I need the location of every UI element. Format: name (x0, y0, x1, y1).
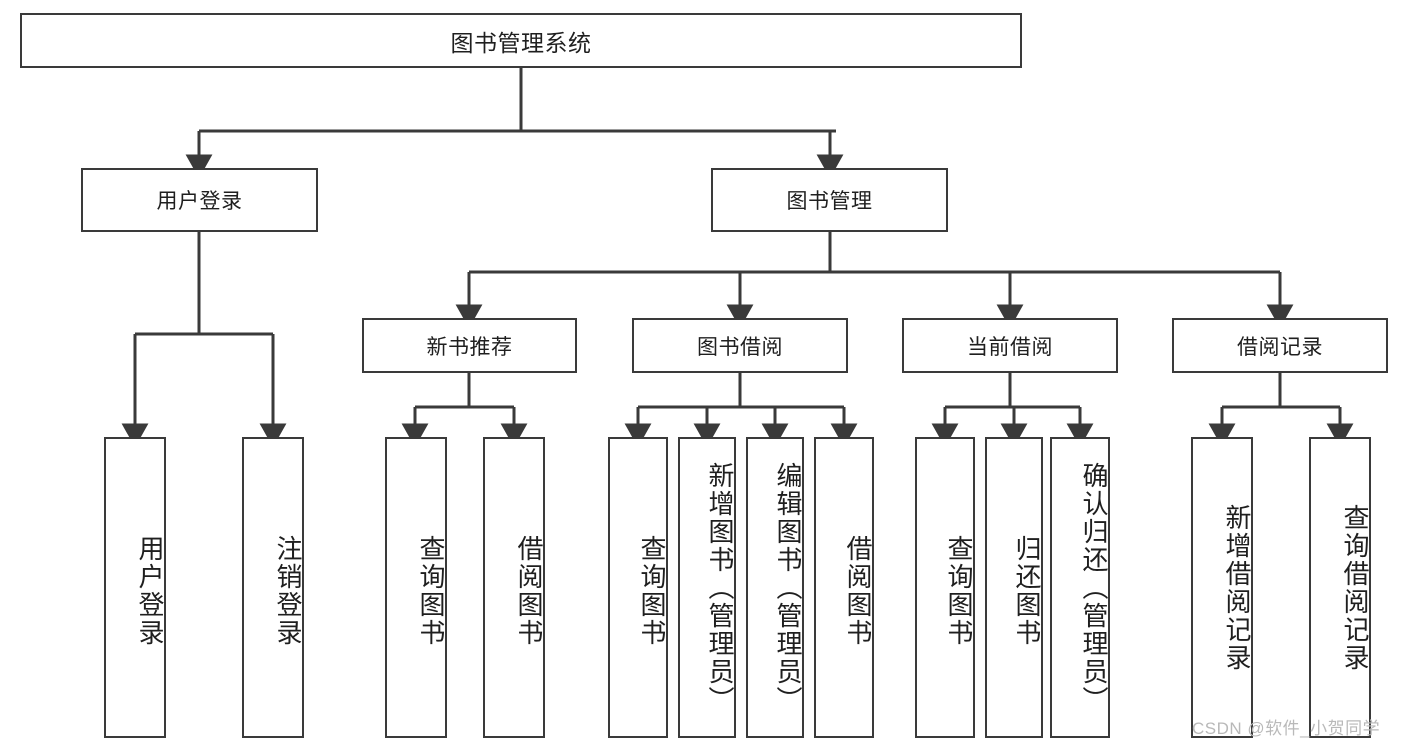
node-label: 图书借阅 (697, 335, 783, 359)
leaf-borrow-query-book[interactable]: 查询图书 (608, 437, 668, 738)
node-label: 用户登录 (156, 190, 243, 213)
node-label: 查询图书 (416, 534, 446, 647)
node-label: 图书管理 (786, 190, 873, 213)
node-book-borrow[interactable]: 图书借阅 (632, 318, 848, 373)
leaf-borrow-add-book-admin[interactable]: 新增图书（管理员） (678, 437, 736, 738)
node-label: 注销登录 (273, 534, 303, 647)
csdn-watermark: CSDN @软件_小贺同学 (1192, 719, 1381, 738)
leaf-new-book-borrow[interactable]: 借阅图书 (483, 437, 545, 738)
leaf-borrow-borrow-book[interactable]: 借阅图书 (814, 437, 874, 738)
leaf-current-query-book[interactable]: 查询图书 (915, 437, 975, 738)
node-label: 查询图书 (944, 534, 974, 647)
node-label: 用户登录 (135, 534, 165, 647)
node-label: 借阅图书 (514, 534, 544, 647)
node-new-book-recommend[interactable]: 新书推荐 (362, 318, 577, 373)
node-label: 新增图书（管理员） (705, 461, 735, 714)
node-label: 借阅图书 (843, 534, 873, 647)
node-label: 确认归还（管理员） (1079, 461, 1109, 714)
node-label: 当前借阅 (967, 335, 1053, 359)
node-label: 新增借阅记录 (1222, 503, 1252, 672)
node-label: 归还图书 (1012, 534, 1042, 647)
node-user-login[interactable]: 用户登录 (81, 168, 318, 232)
leaf-user-login-logout[interactable]: 注销登录 (242, 437, 304, 738)
node-label: 查询借阅记录 (1340, 503, 1370, 672)
leaf-record-add-borrow-record[interactable]: 新增借阅记录 (1191, 437, 1253, 738)
leaf-record-query-borrow-record[interactable]: 查询借阅记录 (1309, 437, 1371, 738)
leaf-current-return-book[interactable]: 归还图书 (985, 437, 1043, 738)
leaf-new-book-query[interactable]: 查询图书 (385, 437, 447, 738)
leaf-borrow-edit-book-admin[interactable]: 编辑图书（管理员） (746, 437, 804, 738)
node-label: 查询图书 (637, 534, 667, 647)
node-label: 新书推荐 (426, 335, 513, 359)
leaf-current-confirm-return-admin[interactable]: 确认归还（管理员） (1050, 437, 1110, 738)
leaf-user-login-login[interactable]: 用户登录 (104, 437, 166, 738)
node-borrow-record[interactable]: 借阅记录 (1172, 318, 1388, 373)
node-label: 借阅记录 (1237, 335, 1323, 359)
node-label: 编辑图书（管理员） (773, 461, 803, 714)
node-current-borrow[interactable]: 当前借阅 (902, 318, 1118, 373)
node-book-management[interactable]: 图书管理 (711, 168, 948, 232)
node-root-book-management-system[interactable]: 图书管理系统 (20, 13, 1022, 68)
node-label: 图书管理系统 (450, 29, 592, 56)
